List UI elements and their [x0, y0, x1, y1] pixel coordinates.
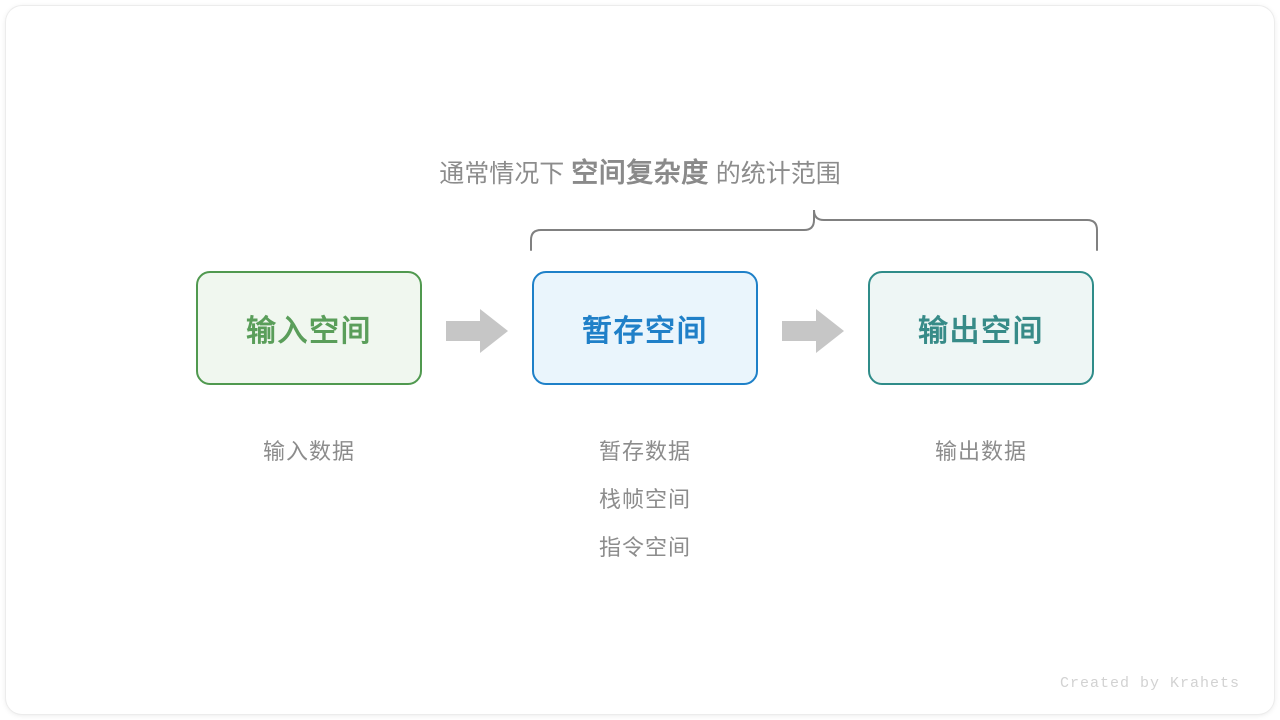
caption-highlight: 空间复杂度: [571, 158, 709, 188]
footer-credit: Created by Krahets: [1059, 675, 1240, 692]
diagram-card: 通常情况下空间复杂度的统计范围 输入空间 暂存空间 输出空间 输入数据 暂存数据…: [6, 6, 1274, 714]
list-item: 暂存数据: [598, 439, 691, 464]
list-item: 指令空间: [598, 535, 691, 560]
list-item: 输入数据: [262, 439, 355, 464]
arrow-right-icon: [782, 309, 844, 353]
box-temp-label: 暂存空间: [582, 315, 708, 348]
list-item: 输出数据: [934, 439, 1027, 464]
sublist-temp: 暂存数据 栈帧空间 指令空间: [532, 428, 758, 572]
box-output-label: 输出空间: [918, 315, 1044, 348]
sublist-input: 输入数据: [196, 428, 422, 476]
brace-bracket: [521, 202, 1111, 267]
box-input-label: 输入空间: [246, 315, 372, 348]
list-item: 栈帧空间: [598, 487, 691, 512]
sublist-output: 输出数据: [868, 428, 1094, 476]
caption: 通常情况下空间复杂度的统计范围: [6, 156, 1274, 191]
arrow-right-icon: [446, 309, 508, 353]
box-input-space[interactable]: 输入空间: [196, 271, 422, 385]
caption-prefix: 通常情况下: [439, 160, 565, 188]
box-temp-space[interactable]: 暂存空间: [532, 271, 758, 385]
caption-suffix: 的统计范围: [715, 160, 841, 188]
box-output-space[interactable]: 输出空间: [868, 271, 1094, 385]
